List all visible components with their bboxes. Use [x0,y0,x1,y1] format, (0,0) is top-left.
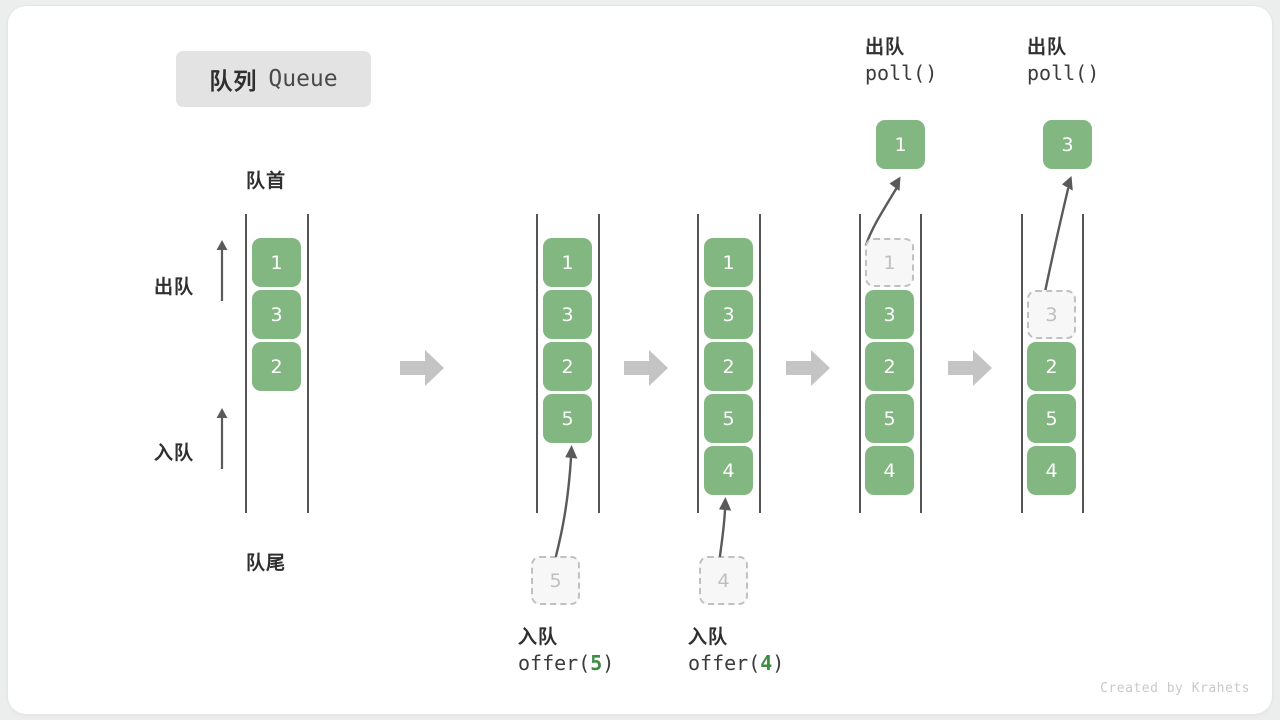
stage-2-caption-code: offer(5) [518,650,614,677]
stage-3-code-arg: 4 [760,650,773,675]
stage-2-rail-right [598,214,600,513]
stage-5-outgoing-cell: 3 [1043,120,1092,169]
stage-2-cell-0: 1 [543,238,592,287]
stage-4-rail-left [859,214,861,513]
step-arrow-2-icon [624,350,668,386]
stage-2-cell-2: 2 [543,342,592,391]
step-arrow-4-icon [948,350,992,386]
enqueue-direction-arrow-icon [216,408,228,469]
stage-1-rail-left [245,214,247,513]
stage-3-cell-3: 5 [704,394,753,443]
stage-5-cell-2: 2 [1027,342,1076,391]
stage-3-incoming-ghost-cell: 4 [699,556,748,605]
stage-1-cell-1: 3 [252,290,301,339]
stage-2-code-suffix: ) [602,650,615,675]
stage-3-rail-left [697,214,699,513]
stage-5-rail-left [1021,214,1023,513]
stage-4-cell-4: 4 [865,446,914,495]
stage-2-code-prefix: offer( [518,650,591,675]
stage-5-cell-1-ghost: 3 [1027,290,1076,339]
credit-text: Created by Krahets [1100,681,1250,696]
stage-1-rail-right [307,214,309,513]
title-badge: 队列 Queue [176,51,371,107]
stage-4-cell-0-ghost: 1 [865,238,914,287]
stage-2-enqueue-motion-arrow-icon [554,445,578,558]
stage-5-cell-3: 5 [1027,394,1076,443]
stage-5-caption: 出队 poll() [1027,36,1099,87]
stage-5-caption-code: poll() [1027,60,1100,85]
stage-2-rail-left [536,214,538,513]
stage-1-cell-0: 1 [252,238,301,287]
stage-2-incoming-ghost-cell: 5 [531,556,580,605]
step-arrow-3-icon [786,350,830,386]
stage-5-rail-right [1082,214,1084,513]
stage-4-outgoing-cell: 1 [876,120,925,169]
stage-4-rail-right [920,214,922,513]
stage-2-code-arg: 5 [590,650,603,675]
stage-4-cell-1: 3 [865,290,914,339]
dequeue-direction-arrow-icon [216,240,228,301]
stage-3-caption: 入队 offer(4) [688,626,784,677]
stage-3-enqueue-motion-arrow-icon [718,497,732,558]
stage-3-caption-code: offer(4) [688,650,784,677]
stage-5-dequeue-motion-arrow-icon [1042,176,1073,299]
step-arrow-1-icon [400,350,444,386]
stage-3-cell-4: 4 [704,446,753,495]
stage-2-cell-3: 5 [543,394,592,443]
stage-4-caption-cjk: 出队 [865,37,906,58]
stage-2-caption-cjk: 入队 [518,627,559,648]
stage-3-cell-1: 3 [704,290,753,339]
stage-5-cell-4: 4 [1027,446,1076,495]
stage-4-cell-3: 5 [865,394,914,443]
stage-4-caption-code: poll() [865,60,938,85]
title-cjk: 队列 [209,68,258,94]
enqueue-side-label: 入队 [154,443,195,464]
stage-4-cell-2: 2 [865,342,914,391]
title-latin: Queue [268,66,338,92]
stage-4-dequeue-motion-arrow-icon [864,176,901,247]
stage-4-caption: 出队 poll() [865,36,937,87]
stage-3-caption-cjk: 入队 [688,627,729,648]
stage-3-code-prefix: offer( [688,650,761,675]
stage-3-cell-2: 2 [704,342,753,391]
stage-5-caption-cjk: 出队 [1027,37,1068,58]
stage-3-cell-0: 1 [704,238,753,287]
stage-2-caption: 入队 offer(5) [518,626,614,677]
queue-head-label: 队首 [246,171,287,192]
stage-3-rail-right [759,214,761,513]
stage-3-code-suffix: ) [772,650,785,675]
diagram-canvas: 队列 Queue 队首 队尾 出队 入队 1 3 2 1 3 2 5 5 [8,6,1272,714]
stage-1-cell-2: 2 [252,342,301,391]
queue-tail-label: 队尾 [246,553,287,574]
dequeue-side-label: 出队 [154,277,195,298]
stage-2-cell-1: 3 [543,290,592,339]
